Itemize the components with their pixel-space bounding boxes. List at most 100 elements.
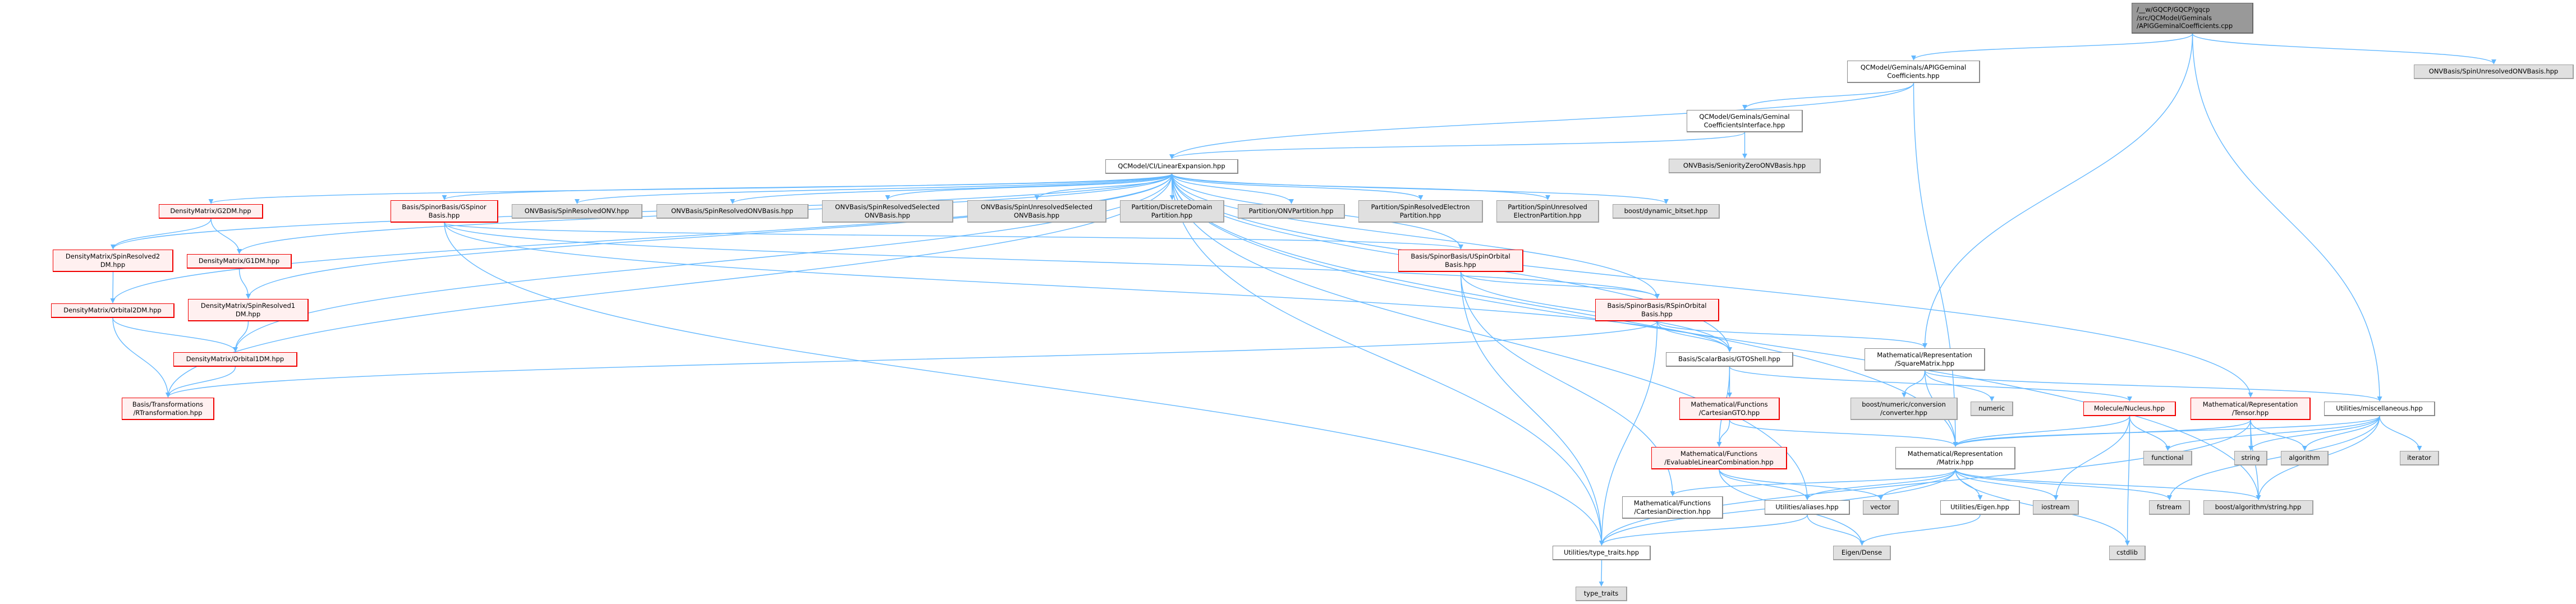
dependency-edge — [110, 173, 1173, 303]
graph-node-vector-header: vector — [1863, 500, 1899, 515]
dependency-edge — [1171, 173, 1550, 200]
graph-node-linear-expansion-header[interactable]: QCModel/CI/LinearExpansion.hpp — [1105, 159, 1238, 174]
dependency-edge — [2379, 416, 2422, 451]
node-label-line: /converter.hpp — [1880, 408, 1927, 417]
graph-node-matrix-header[interactable]: Mathematical/Representation/Matrix.hpp — [1895, 447, 2015, 469]
node-label-line: iterator — [2407, 454, 2431, 462]
graph-node-iostream-header: iostream — [2033, 500, 2079, 515]
node-label-line: DensityMatrix/SpinResolved1 — [200, 302, 296, 310]
graph-node-gto-shell-header[interactable]: Basis/ScalarBasis/GTOShell.hpp — [1666, 352, 1793, 367]
node-label-line: ONVBasis.hpp — [864, 211, 911, 219]
dependency-edge — [1599, 560, 1604, 587]
node-label-line: vector — [1870, 503, 1891, 511]
dependency-edge — [1742, 82, 1914, 110]
dependency-edge — [1878, 469, 1956, 500]
dependency-edge — [575, 173, 1173, 204]
dependency-edge — [166, 366, 236, 398]
dependency-edge — [111, 173, 1173, 250]
node-label-line: QCModel/Geminals/Geminal — [1699, 113, 1790, 121]
node-label-line: DM.hpp — [100, 260, 126, 269]
node-label-line: /Tensor.hpp — [2231, 408, 2269, 417]
dependency-edge — [444, 222, 1604, 546]
dependency-edge — [1599, 419, 2251, 546]
dependency-edge — [1169, 82, 1914, 159]
graph-node-nucleus-header[interactable]: Molecule/Nucleus.hpp — [2083, 402, 2176, 416]
graph-node-cartesian-gto-header[interactable]: Mathematical/Functions/CartesianGTO.hpp — [1679, 398, 1780, 420]
node-label-line: boost/numeric/conversion — [1862, 400, 1946, 408]
node-label-line: /CartesianGTO.hpp — [1698, 408, 1760, 417]
node-label-line: numeric — [1978, 404, 2005, 413]
node-label-line: Basis.hpp — [1641, 310, 1673, 318]
node-label-line: Molecule/Nucleus.hpp — [2093, 404, 2165, 413]
dependency-edge — [730, 173, 1173, 204]
dependency-edge — [246, 173, 1173, 299]
dependency-edge — [1670, 469, 1956, 496]
dependency-edge — [238, 268, 251, 299]
dependency-edge — [1913, 82, 1958, 447]
graph-node-rtransformation-header[interactable]: Basis/Transformations/RTransformation.hp… — [122, 398, 214, 420]
node-label-line: Utilities/Eigen.hpp — [1950, 503, 2009, 511]
graph-node-evaluable-linear-combination-header[interactable]: Mathematical/Functions/EvaluableLinearCo… — [1651, 447, 1787, 469]
graph-node-miscellaneous-header[interactable]: Utilities/miscellaneous.hpp — [2324, 402, 2435, 416]
node-label-line: ONVBasis/SpinResolvedONVBasis.hpp — [671, 207, 793, 215]
node-label-line: Partition/SpinResolvedElectron — [1371, 203, 1470, 211]
node-label-line: QCModel/CI/LinearExpansion.hpp — [1118, 162, 1225, 170]
graph-node-orbital-1dm-header[interactable]: DensityMatrix/Orbital1DM.hpp — [173, 352, 297, 367]
graph-node-string-header: string — [2234, 451, 2267, 465]
dependency-edge — [1955, 469, 2261, 500]
node-label-line: Partition.hpp — [1151, 211, 1193, 219]
node-label-line: Partition/DiscreteDomain — [1131, 203, 1213, 211]
node-label-line: iostream — [2041, 503, 2070, 511]
dependency-edge — [2129, 416, 2170, 451]
dependency-edge — [1599, 321, 1658, 546]
dependency-edge — [1171, 173, 1958, 447]
dependency-edge — [2250, 419, 2307, 451]
node-label-line: functional — [2151, 454, 2184, 462]
graph-node-boost-converter-header: boost/numeric/conversion/converter.hpp — [1851, 398, 1958, 420]
dependency-edge — [1171, 173, 1810, 500]
dependency-edge — [1955, 469, 2172, 500]
dependency-edge — [111, 218, 212, 250]
node-label-line: /SquareMatrix.hpp — [1894, 359, 1955, 367]
node-label-line: Mathematical/Representation — [1907, 450, 2003, 458]
graph-node-g1dm-header[interactable]: DensityMatrix/G1DM.hpp — [187, 254, 292, 269]
node-label-line: cstdlib — [2116, 548, 2138, 557]
graph-node-tensor-header[interactable]: Mathematical/Representation/Tensor.hpp — [2191, 398, 2311, 420]
node-label-line: DM.hpp — [235, 310, 261, 318]
graph-node-orbital-2dm-header[interactable]: DensityMatrix/Orbital2DM.hpp — [51, 303, 175, 318]
node-label-line: DensityMatrix/Orbital1DM.hpp — [186, 355, 284, 363]
dependency-edge — [1171, 173, 1424, 200]
node-label-line: Mathematical/Representation — [2202, 400, 2298, 408]
dependency-edge — [1460, 271, 1660, 299]
graph-node-root-source-file: /__w/GQCP/GQCP/gqcp/src/QCModel/Geminals… — [2132, 3, 2253, 34]
graph-node-g2dm-header[interactable]: DensityMatrix/G2DM.hpp — [159, 204, 263, 219]
dependency-edge — [233, 321, 249, 352]
node-label-line: Basis.hpp — [1445, 260, 1476, 269]
graph-node-utilities-type-traits-header[interactable]: Utilities/type_traits.hpp — [1553, 546, 1651, 560]
dependency-edge — [1922, 33, 2193, 348]
graph-node-utilities-eigen-header[interactable]: Utilities/Eigen.hpp — [1940, 500, 2020, 515]
dependency-edge — [1911, 33, 2193, 61]
node-label-line: Mathematical/Functions — [1633, 499, 1711, 507]
graph-node-square-matrix-header[interactable]: Mathematical/Representation/SquareMatrix… — [1865, 348, 1985, 371]
dependency-edge — [2192, 33, 2496, 64]
node-label-line: ONVBasis/SpinResolvedSelected — [835, 203, 940, 211]
dependency-edge — [1171, 173, 1660, 299]
graph-node-cstdlib-header: cstdlib — [2109, 546, 2146, 560]
node-label-line: DensityMatrix/Orbital2DM.hpp — [63, 306, 162, 315]
node-label-line: Basis/ScalarBasis/GTOShell.hpp — [1678, 355, 1780, 363]
graph-node-cartesian-direction-header[interactable]: Mathematical/Functions/CartesianDirectio… — [1622, 496, 1723, 519]
node-label-line: Basis/SpinorBasis/GSpinor — [402, 203, 486, 211]
graph-node-aliases-header[interactable]: Utilities/aliases.hpp — [1765, 500, 1850, 515]
dependency-edge — [1953, 416, 2380, 447]
